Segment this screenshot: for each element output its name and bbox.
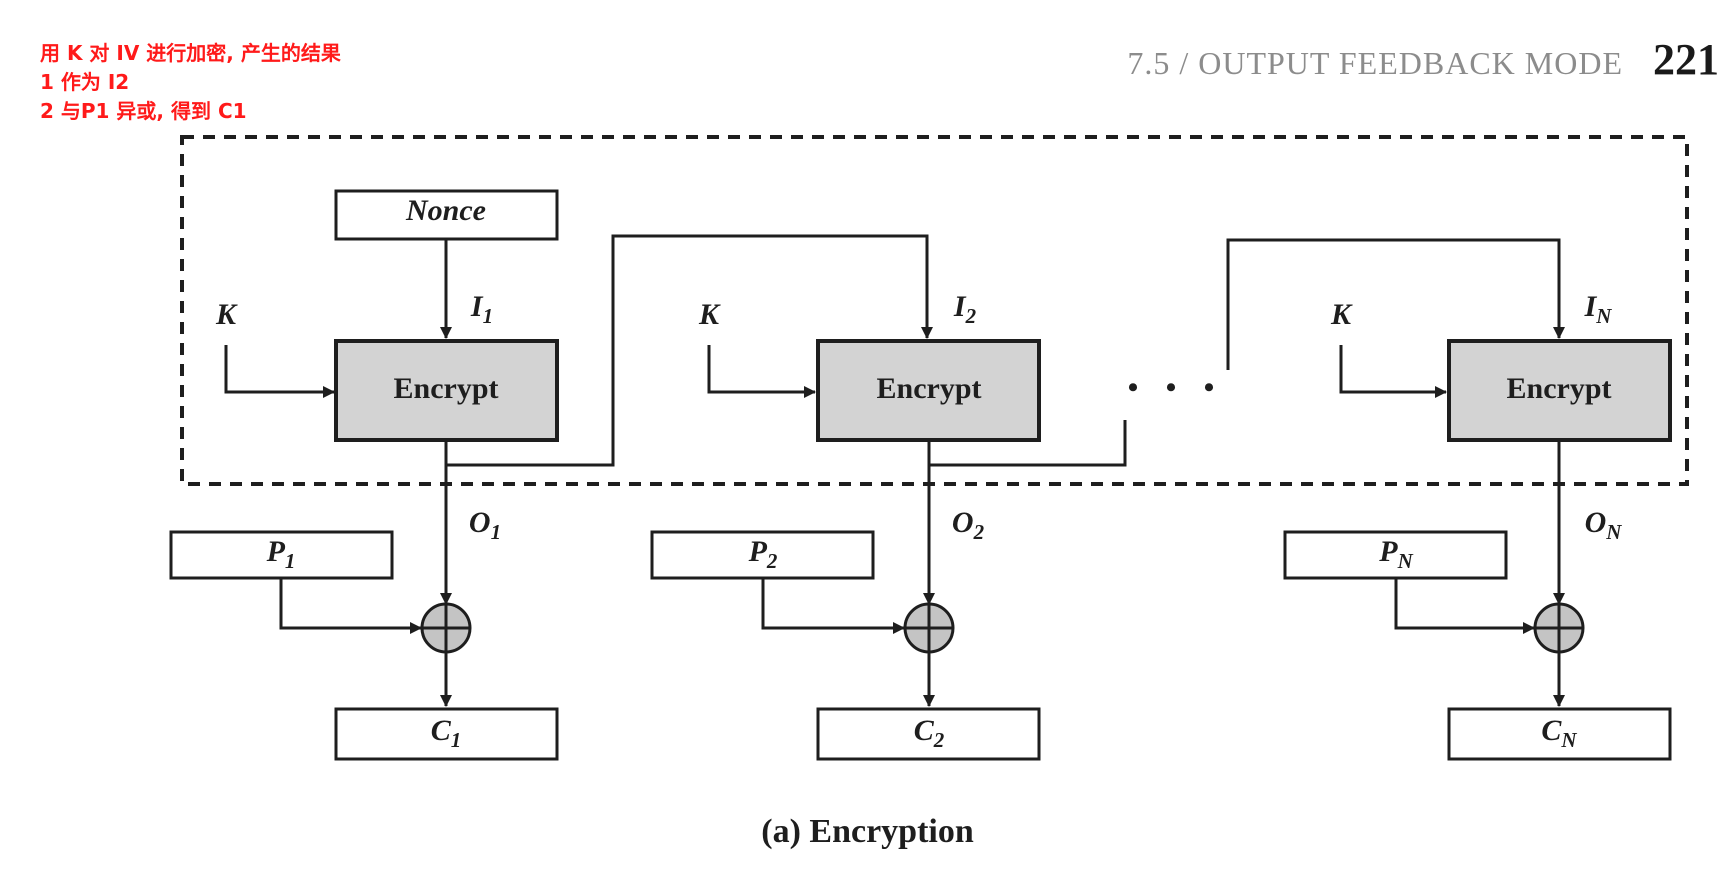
key-arrow bbox=[1339, 345, 1447, 398]
key-label-1: K bbox=[215, 298, 237, 331]
plaintext-box bbox=[169, 530, 394, 580]
input-label-n: IN bbox=[1584, 290, 1612, 329]
stage-2 bbox=[650, 339, 1041, 761]
feedback-wires bbox=[446, 234, 1565, 467]
encrypt-label-n: Encrypt bbox=[1506, 372, 1612, 405]
key-label-2: K bbox=[698, 298, 720, 331]
plaintext-arrow bbox=[1394, 578, 1535, 634]
ciphertext-label-2: C2 bbox=[913, 714, 945, 753]
encrypt-box bbox=[334, 339, 559, 442]
figure-caption: (a) Encryption bbox=[761, 813, 974, 850]
nonce-label: Nonce bbox=[406, 194, 486, 227]
stage-n bbox=[1283, 339, 1672, 761]
annotation-line-1: 用 K 对 IV 进行加密, 产生的结果 bbox=[40, 41, 341, 65]
plaintext-label-1: P1 bbox=[266, 535, 296, 574]
annotation-line-2: 1 作为 I2 bbox=[40, 70, 130, 94]
section-title: 7.5 / OUTPUT FEEDBACK MODE bbox=[1127, 45, 1623, 81]
ciphertext-box bbox=[1447, 707, 1672, 761]
encrypt-box bbox=[1447, 339, 1672, 442]
feedback-wire-1-2 bbox=[446, 234, 933, 467]
input-label-1: I1 bbox=[470, 290, 494, 329]
feedback-wire-ellipsis-N bbox=[1226, 238, 1565, 370]
page-header: 7.5 / OUTPUT FEEDBACK MODE 221 bbox=[1127, 34, 1719, 85]
plaintext-label-2: P2 bbox=[748, 535, 778, 574]
input-label-2: I2 bbox=[953, 290, 977, 329]
feedback-wire-2-ellipsis bbox=[929, 420, 1127, 467]
key-label-n: K bbox=[1330, 298, 1352, 331]
output-label-1: O1 bbox=[468, 506, 502, 545]
key-arrow bbox=[224, 345, 335, 398]
key-arrow bbox=[707, 345, 816, 398]
plaintext-label-n: PN bbox=[1379, 535, 1413, 574]
dashed-region bbox=[180, 135, 1689, 486]
annotation-line-3: 2 与P1 异或, 得到 C1 bbox=[40, 99, 247, 123]
nonce-box bbox=[334, 189, 559, 241]
plaintext-box bbox=[1283, 530, 1508, 580]
ellipsis: • • • bbox=[1127, 371, 1225, 404]
ciphertext-box bbox=[334, 707, 559, 761]
ciphertext-box bbox=[816, 707, 1041, 761]
ciphertext-label-1: C1 bbox=[430, 714, 462, 753]
output-label-n: ON bbox=[1584, 506, 1622, 545]
encrypt-box bbox=[816, 339, 1041, 442]
plaintext-box bbox=[650, 530, 875, 580]
stage-1 bbox=[169, 339, 559, 761]
output-label-2: O2 bbox=[951, 506, 985, 545]
plaintext-arrow bbox=[279, 578, 422, 634]
plaintext-arrow bbox=[761, 578, 905, 634]
encrypt-label-1: Encrypt bbox=[393, 372, 499, 405]
ciphertext-label-n: CN bbox=[1541, 714, 1577, 753]
page-number: 221 bbox=[1653, 35, 1719, 84]
encrypt-label-2: Encrypt bbox=[876, 372, 982, 405]
